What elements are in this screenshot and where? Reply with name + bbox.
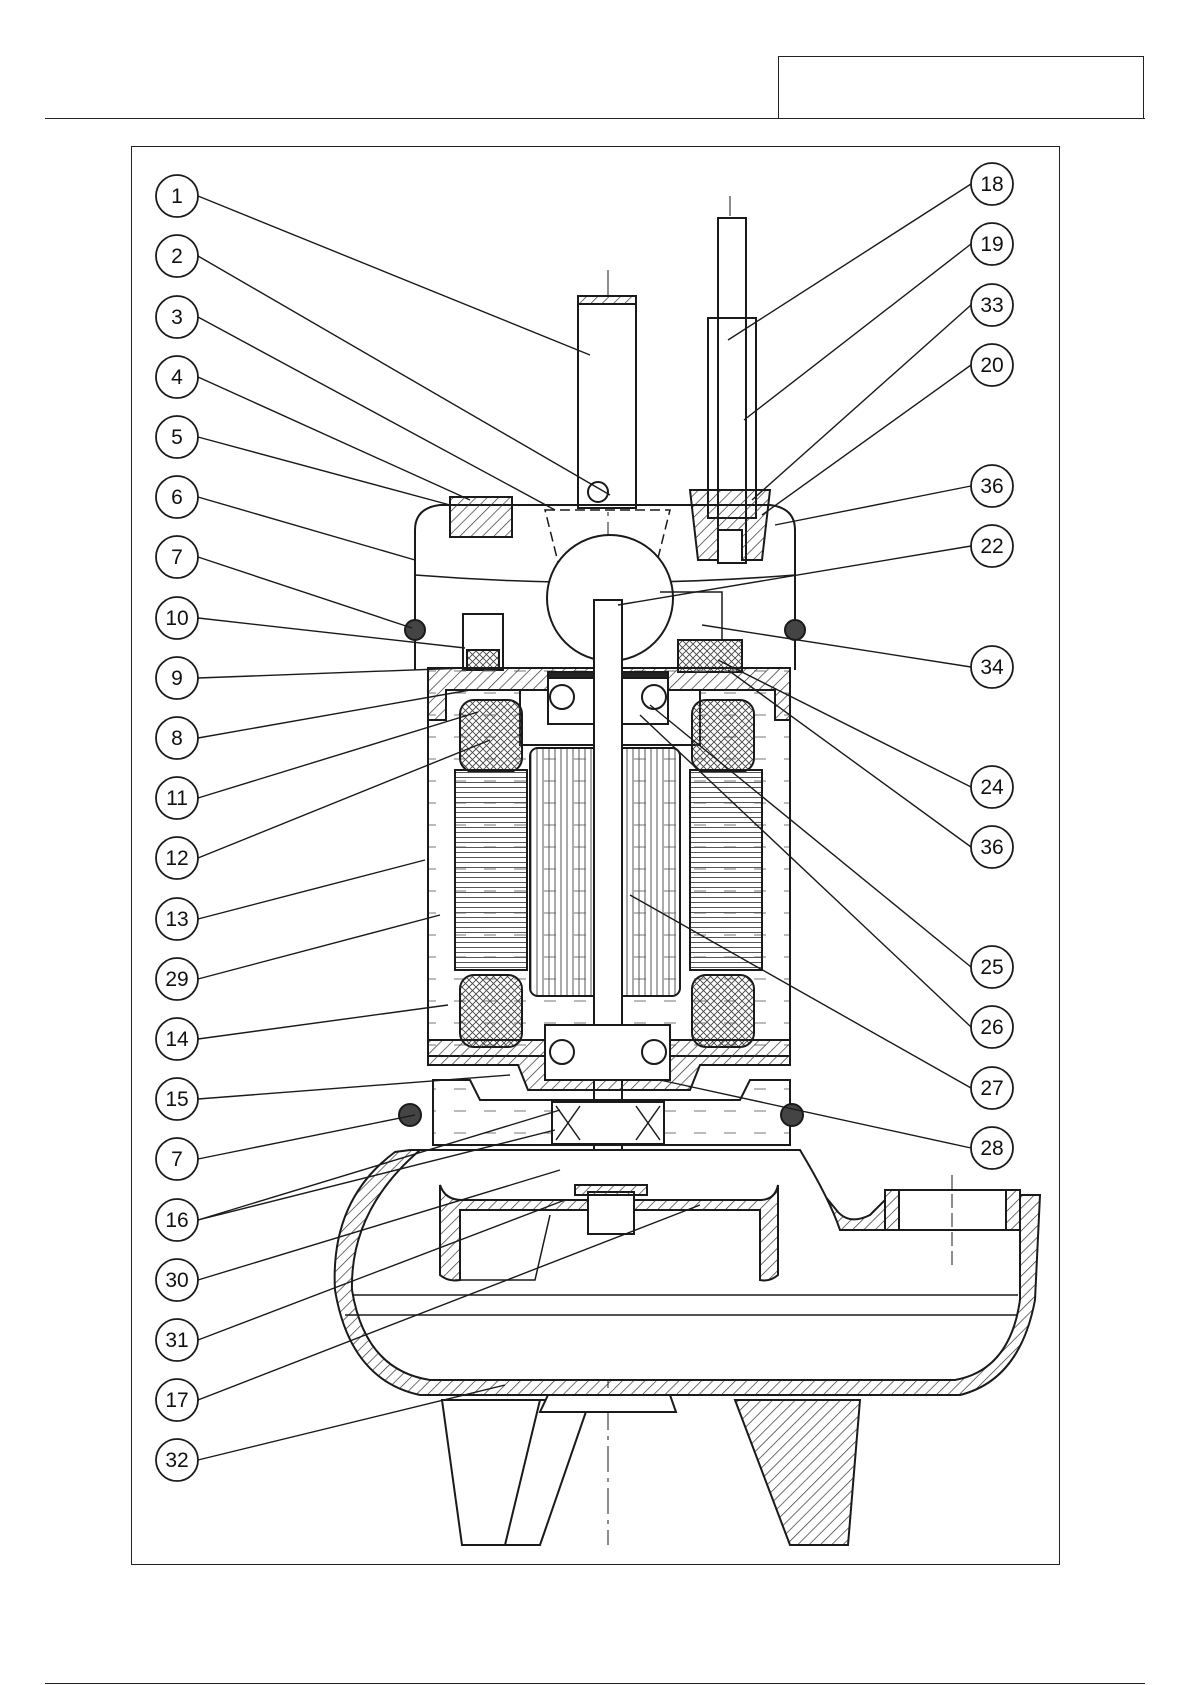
callout-leader-line <box>728 184 971 340</box>
callout-label-7: 7 <box>171 546 183 569</box>
winding-upper-right <box>692 700 754 772</box>
stator-right <box>690 770 762 970</box>
callout-leader-line <box>198 668 465 678</box>
callout-label-4: 4 <box>171 366 183 389</box>
callout-leader-line <box>198 557 412 628</box>
callout-label-8: 8 <box>171 727 183 750</box>
callout-label-24: 24 <box>980 776 1004 799</box>
callout-label-36: 36 <box>980 475 1003 498</box>
callout-leader-line <box>198 437 450 505</box>
callout-label-31: 31 <box>165 1329 188 1352</box>
callout-label-25: 25 <box>980 956 1003 979</box>
impeller-nut <box>588 1192 634 1234</box>
pump-drawing <box>335 196 1040 1545</box>
foot-right <box>735 1400 860 1545</box>
callout-label-3: 3 <box>171 306 183 329</box>
callout-label-30: 30 <box>165 1269 188 1292</box>
callout-label-11: 11 <box>166 787 188 810</box>
o-ring-lower-left <box>399 1104 421 1126</box>
lower-bearing <box>545 1025 670 1080</box>
callout-label-22: 22 <box>980 535 1003 558</box>
callout-leader-line <box>198 497 415 560</box>
callout-label-15: 15 <box>165 1088 188 1111</box>
suction-inlet <box>540 1395 676 1412</box>
callout-label-7: 7 <box>171 1148 183 1171</box>
lift-eye <box>450 497 512 537</box>
callout-label-28: 28 <box>980 1137 1003 1160</box>
callout-label-2: 2 <box>171 245 183 268</box>
callout-label-36: 36 <box>980 836 1003 859</box>
o-ring-upper-left <box>405 620 425 640</box>
callout-label-13: 13 <box>165 908 188 931</box>
callout-leader-line <box>198 1005 448 1039</box>
winding-lower-right <box>692 975 754 1047</box>
o-ring-upper-right <box>785 620 805 640</box>
callout-label-16: 16 <box>165 1209 188 1232</box>
callout-label-32: 32 <box>165 1449 188 1472</box>
callout-leader-line <box>198 1115 415 1159</box>
winding-lower-left <box>460 975 522 1047</box>
callout-label-27: 27 <box>980 1077 1003 1100</box>
callout-label-26: 26 <box>980 1016 1003 1039</box>
callout-leader-line <box>752 305 971 500</box>
callout-leader-line <box>744 244 971 420</box>
callout-label-5: 5 <box>171 426 183 449</box>
callout-label-12: 12 <box>165 847 188 870</box>
callout-label-1: 1 <box>171 185 183 208</box>
callout-label-6: 6 <box>171 486 183 509</box>
callout-label-10: 10 <box>165 607 188 630</box>
callout-leader-line <box>198 256 610 495</box>
winding-upper-left <box>460 700 522 772</box>
callout-label-9: 9 <box>171 667 183 690</box>
lifting-bar <box>578 296 636 508</box>
callout-leader-line <box>198 860 425 919</box>
callout-leader-line <box>198 915 440 979</box>
stator-left <box>455 770 527 970</box>
callout-leader-line <box>198 196 590 355</box>
callout-label-34: 34 <box>980 656 1004 679</box>
callout-label-33: 33 <box>980 294 1003 317</box>
callout-label-19: 19 <box>980 233 1003 256</box>
callout-label-17: 17 <box>165 1389 188 1412</box>
callout-label-20: 20 <box>980 354 1003 377</box>
callout-label-18: 18 <box>980 173 1003 196</box>
callout-leader-line <box>198 377 470 500</box>
callout-label-29: 29 <box>165 968 188 991</box>
callout-label-14: 14 <box>165 1028 189 1051</box>
callout-leader-line <box>775 486 971 525</box>
callout-leader-line <box>198 317 555 510</box>
